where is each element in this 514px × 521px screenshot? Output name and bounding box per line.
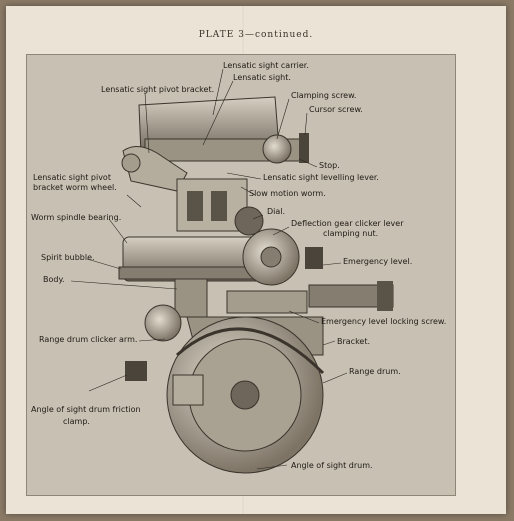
label-locking-screw: Emergency level locking screw.: [321, 317, 447, 326]
cursor-screw-shape: [299, 133, 309, 163]
plate-illustration: Lensatic sight carrier. Lensatic sight. …: [26, 54, 456, 496]
body-stem-shape: [174, 278, 208, 318]
label-deflection-2: clamping nut.: [323, 229, 379, 238]
locking-block-shape: [226, 290, 308, 314]
label-range-drum: Range drum.: [349, 367, 401, 376]
label-clamping-screw: Clamping screw.: [291, 91, 357, 100]
worm-slot-1: [187, 191, 203, 221]
label-dial: Dial.: [267, 207, 286, 216]
label-body: Body.: [43, 275, 65, 284]
label-stop: Stop.: [319, 161, 340, 170]
pivot-knob-shape: [121, 153, 141, 173]
label-spirit-bubble: Spirit bubble.: [41, 253, 95, 262]
clamping-screw-shape: [262, 134, 292, 164]
label-cursor-screw: Cursor screw.: [309, 105, 363, 114]
clicker-wheel-shape: [144, 304, 182, 342]
label-friction-1: Angle of sight drum friction: [31, 405, 141, 414]
worm-slot-2: [211, 191, 227, 221]
label-carrier: Lensatic sight carrier.: [223, 61, 309, 70]
label-sight: Lensatic sight.: [233, 73, 291, 82]
page-title: PLATE 3—continued.: [198, 30, 314, 40]
clamping-nut-shape: [305, 247, 323, 269]
label-worm-wheel-2: bracket worm wheel.: [33, 183, 117, 192]
label-deflection-1: Deflection gear clicker lever: [291, 219, 404, 228]
label-slow-motion: Slow motion worm.: [249, 189, 326, 198]
leader-lines: [70, 68, 348, 470]
label-clicker-arm: Range drum clicker arm.: [39, 335, 138, 344]
document-page: PLATE 3—continued.: [6, 6, 506, 514]
label-spindle-bearing: Worm spindle bearing.: [31, 213, 122, 222]
instrument-drawing: [70, 68, 394, 474]
label-angle-drum: Angle of sight drum.: [291, 461, 373, 470]
label-friction-2: clamp.: [63, 417, 90, 426]
label-bracket: Bracket.: [337, 337, 371, 346]
dial-shape: [234, 206, 264, 236]
label-worm-wheel-1: Lensatic sight pivot: [33, 173, 111, 182]
label-emergency-level: Emergency level.: [343, 257, 413, 266]
friction-clamp-shape: [125, 361, 147, 381]
label-levelling-lever: Lensatic sight levelling lever.: [263, 173, 379, 182]
label-pivot-bracket: Lensatic sight pivot bracket.: [101, 85, 215, 94]
